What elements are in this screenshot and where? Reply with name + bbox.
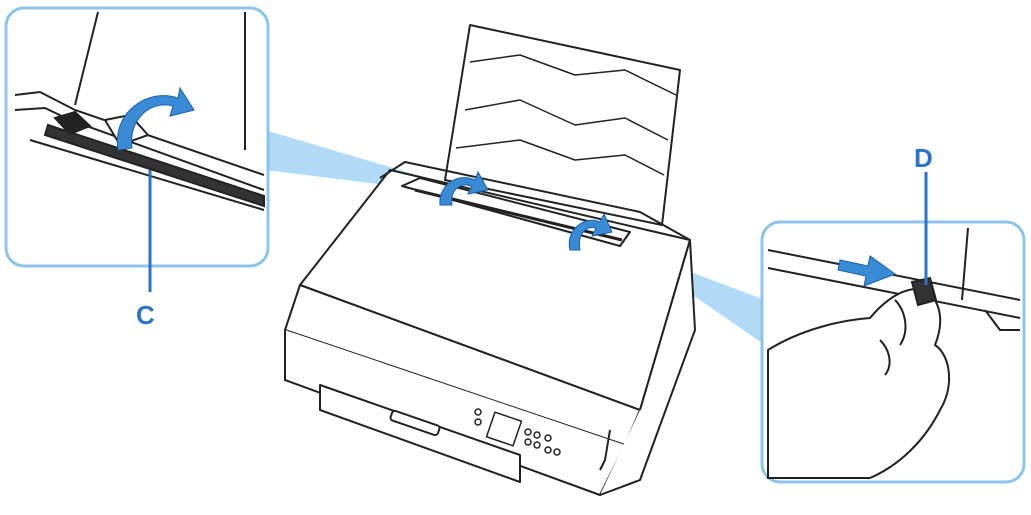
callout-label-d: D [914,143,933,173]
rotate-arrow-icon [568,212,613,251]
operation-panel [474,408,561,456]
detail-inset-right [760,172,1026,484]
paper-guide [910,276,938,307]
printer [284,24,696,496]
rotate-arrow-icon [116,86,195,151]
rotate-arrow-icon [439,170,489,206]
push-arrow-icon [837,255,897,287]
zoom-beam-left [265,130,420,188]
detail-inset-left [4,6,270,292]
callout-label-c: C [136,300,155,330]
feed-slot-cover [43,123,265,208]
paper-cassette [319,384,521,483]
